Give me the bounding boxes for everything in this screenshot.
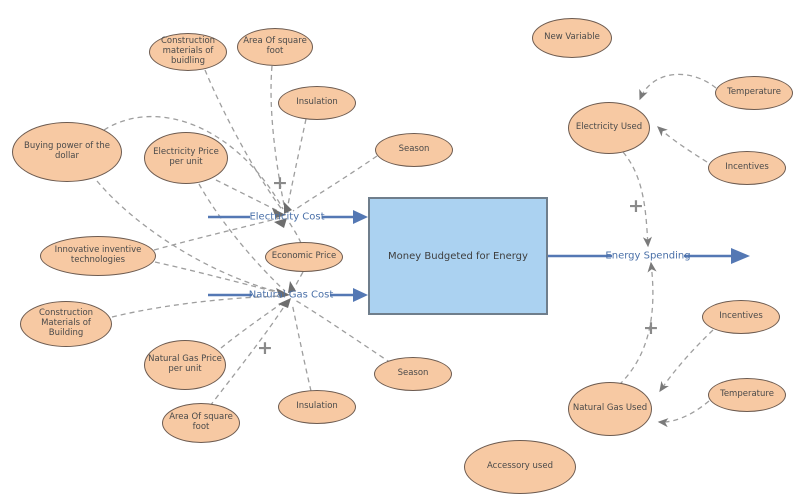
node-temperature[interactable]: Temperature (715, 76, 793, 110)
flow-label-energy-spending[interactable]: Energy Spending (605, 250, 691, 262)
node-area-of-square-foot[interactable]: Area Of square foot (237, 28, 313, 66)
link-temperature-bottom-natural-gas-used (657, 400, 710, 428)
node-temperature-2[interactable]: Temperature (708, 378, 786, 412)
node-label: Natural Gas Used (572, 403, 648, 414)
node-label: Temperature (720, 389, 774, 400)
link-innovative-electricity-cost (153, 217, 281, 251)
node-label: Season (397, 368, 429, 379)
node-label: Electricity Used (575, 122, 643, 133)
flow-label-natural-gas-cost[interactable]: Natural Gas Cost (248, 289, 334, 301)
plus-sign-natural-gas-used: + (643, 317, 659, 339)
node-electricity-used[interactable]: Electricity Used (568, 102, 650, 154)
node-label: Insulation (296, 97, 338, 108)
node-natural-gas-price-per-unit[interactable]: Natural Gas Price per unit (144, 340, 226, 390)
node-label: Construction Materials of Building (38, 308, 94, 338)
node-season[interactable]: Season (375, 133, 453, 167)
link-economic-price-electricity-cost (288, 221, 302, 244)
node-label: Temperature (727, 87, 781, 98)
node-label: Area Of square foot (243, 36, 307, 56)
node-label: Accessory used (487, 461, 553, 472)
link-electricity-price-electricity-cost (215, 179, 281, 213)
node-new-variable[interactable]: New Variable (532, 18, 612, 58)
link-buying-power-natural-gas-cost (96, 180, 284, 294)
node-label: Construction materials of buidling (160, 36, 216, 66)
node-label: Area Of square foot (169, 412, 233, 432)
node-electricity-price-per-unit[interactable]: Electricity Price per unit (144, 132, 228, 184)
link-innovative-natural-gas-cost (154, 261, 285, 295)
dashed-connectors (96, 65, 717, 428)
link-economic-price-natural-gas-cost (292, 271, 304, 291)
arrowhead-electricity-cost (353, 210, 368, 224)
link-insulation-top-electricity-cost (286, 118, 307, 211)
node-label: Innovative inventive technologies (54, 245, 142, 265)
link-temperature-top-electricity-used (639, 73, 717, 101)
node-incentives[interactable]: Incentives (708, 151, 786, 185)
node-season-2[interactable]: Season (374, 357, 452, 391)
plus-sign-electricity-used: + (628, 195, 644, 217)
node-insulation[interactable]: Insulation (278, 86, 356, 120)
node-area-of-square-foot-2[interactable]: Area Of square foot (162, 403, 240, 443)
stock-money-budgeted-for-energy[interactable]: Money Budgeted for Energy (368, 197, 548, 315)
link-season-top-electricity-cost (292, 155, 378, 212)
link-buying-power-electricity-cost (103, 115, 284, 210)
node-incentives-2[interactable]: Incentives (702, 300, 780, 334)
node-accessory-used[interactable]: Accessory used (464, 440, 576, 494)
link-incentives-top-electricity-used (657, 126, 708, 163)
junction-arrowhead-cluster (272, 202, 296, 308)
flow-label-electricity-cost[interactable]: Electricity Cost (249, 211, 325, 223)
node-label: Incentives (719, 311, 763, 322)
node-label: New Variable (544, 32, 600, 43)
node-innovative-inventive-technologies[interactable]: Innovative inventive technologies (40, 236, 156, 276)
node-label: Economic Price (271, 251, 337, 262)
link-incentives-bottom-natural-gas-used (659, 329, 714, 393)
link-electricity-used-energy-spending (622, 151, 652, 248)
node-insulation-2[interactable]: Insulation (278, 390, 356, 424)
node-label: Electricity Price per unit (153, 147, 219, 167)
link-construction-buidling-electricity-cost (204, 69, 284, 212)
arrowhead-natural-gas-cost (353, 288, 368, 302)
link-area-bottom-natural-gas-cost (209, 301, 288, 407)
plus-sign-natural-gas-cost: + (257, 337, 273, 359)
node-label: Buying power of the dollar (24, 141, 110, 161)
node-label: Natural Gas Price per unit (148, 354, 222, 374)
node-natural-gas-used[interactable]: Natural Gas Used (568, 382, 652, 436)
stock-label: Money Budgeted for Energy (388, 250, 528, 262)
node-economic-price[interactable]: Economic Price (265, 242, 343, 272)
link-area-top-electricity-cost (270, 65, 286, 211)
link-gas-price-natural-gas-cost (220, 300, 286, 349)
flow-arrowheads (353, 210, 750, 302)
link-natural-gas-used-energy-spending (618, 261, 657, 386)
node-label: Season (398, 144, 430, 155)
plus-sign-electricity-cost: + (272, 172, 288, 194)
arrowhead-energy-spending (731, 248, 750, 264)
node-construction-materials-buidling[interactable]: Construction materials of buidling (149, 33, 227, 71)
link-season-bottom-natural-gas-cost (294, 299, 392, 364)
link-insulation-bottom-natural-gas-cost (291, 302, 312, 392)
node-buying-power-of-the-dollar[interactable]: Buying power of the dollar (12, 122, 122, 182)
link-construction-building-natural-gas-cost (111, 295, 285, 318)
node-label: Insulation (296, 401, 338, 412)
node-construction-materials-of-building[interactable]: Construction Materials of Building (20, 301, 112, 347)
flow-arrows[interactable] (208, 215, 733, 297)
node-label: Incentives (725, 162, 769, 173)
